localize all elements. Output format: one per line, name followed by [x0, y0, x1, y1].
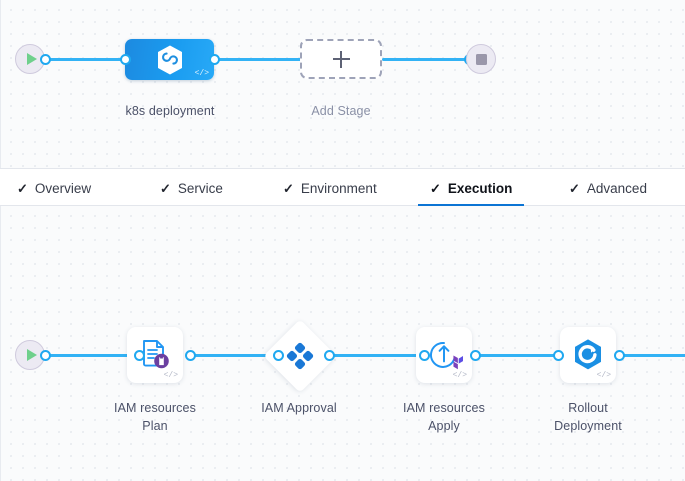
step-label-line2: Apply — [428, 419, 460, 433]
harness-hexagon-icon — [157, 45, 182, 74]
port-stage-out[interactable] — [209, 54, 220, 65]
approval-diamond-icon — [286, 342, 314, 370]
tab-label: Advanced — [586, 180, 647, 196]
wire-approval-to-apply — [329, 354, 424, 357]
check-icon: ✓ — [430, 180, 441, 196]
code-glyph: </> — [596, 371, 611, 380]
tab-service[interactable]: ✓ Service — [158, 169, 225, 207]
add-stage-button[interactable] — [300, 39, 382, 79]
step-label-line2: Deployment — [554, 419, 622, 433]
port-start-out[interactable] — [40, 54, 51, 65]
step-label-line2: Plan — [142, 419, 168, 433]
code-glyph: </> — [194, 69, 209, 78]
code-glyph: </> — [163, 371, 178, 380]
port-apply-out[interactable] — [470, 350, 481, 361]
step-label-rollout-deployment: Rollout Deployment — [523, 399, 653, 435]
stage-label-k8s-deployment: k8s deployment — [125, 104, 215, 118]
step-label-iam-resources-apply: IAM resources Apply — [379, 399, 509, 435]
tab-active-underline — [418, 204, 525, 207]
tab-execution[interactable]: ✓ Execution — [418, 169, 525, 207]
step-label-line1: IAM resources — [403, 401, 485, 415]
terraform-plan-icon — [143, 340, 169, 369]
port-rollout-out[interactable] — [614, 350, 625, 361]
tab-label: Execution — [447, 180, 513, 196]
stage-node-k8s-deployment[interactable]: </> — [125, 39, 214, 80]
stop-icon — [475, 53, 487, 65]
port-exec-start-out[interactable] — [40, 350, 51, 361]
plus-icon — [332, 50, 350, 68]
wire-start-to-stage — [43, 58, 129, 61]
stage-config-tabbar: ✓ Overview ✓ Service ✓ Environment ✓ Exe… — [0, 168, 685, 207]
wire-apply-to-rollout — [475, 354, 569, 357]
pipeline-end-node[interactable] — [466, 44, 496, 74]
port-plan-in[interactable] — [134, 350, 145, 361]
check-icon: ✓ — [17, 180, 28, 196]
tab-overview[interactable]: ✓ Overview — [15, 169, 93, 207]
tab-label: Environment — [300, 180, 377, 196]
step-label-line1: Rollout — [568, 401, 608, 415]
code-glyph: </> — [452, 371, 467, 380]
add-stage-label: Add Stage — [311, 104, 371, 118]
port-plan-out[interactable] — [185, 350, 196, 361]
terraform-apply-icon — [429, 341, 463, 370]
wire-plan-to-approval — [190, 354, 284, 357]
step-label-iam-approval: IAM Approval — [234, 399, 364, 417]
check-icon: ✓ — [283, 180, 294, 196]
rollout-hexagon-icon — [575, 339, 601, 370]
tab-label: Overview — [34, 180, 92, 196]
stage-pipeline-canvas[interactable]: </> k8s deployment Add Stage — [0, 0, 685, 168]
wire-stage-to-addstage — [214, 58, 302, 61]
check-icon: ✓ — [160, 180, 171, 196]
wire-addstage-to-end — [382, 58, 468, 61]
step-label-line1: IAM Approval — [261, 401, 337, 415]
step-node-rollout-deployment[interactable]: </> — [560, 327, 616, 383]
wire-rollout-overflow — [619, 354, 685, 357]
play-icon — [26, 53, 37, 65]
tab-label: Service — [177, 180, 223, 196]
execution-pipeline-canvas[interactable]: </> IAM resources Plan IAM Approval — [0, 206, 685, 481]
port-approval-in[interactable] — [273, 350, 284, 361]
tab-environment[interactable]: ✓ Environment — [281, 169, 379, 207]
step-label-iam-resources-plan: IAM resources Plan — [90, 399, 220, 435]
port-approval-out[interactable] — [324, 350, 335, 361]
wire-exec-start-to-plan — [43, 354, 139, 357]
port-stage-in[interactable] — [120, 54, 131, 65]
step-label-line1: IAM resources — [114, 401, 196, 415]
port-rollout-in[interactable] — [553, 350, 564, 361]
tab-advanced[interactable]: ✓ Advanced — [567, 169, 649, 207]
play-icon — [26, 349, 37, 361]
port-apply-in[interactable] — [419, 350, 430, 361]
check-icon: ✓ — [569, 180, 580, 196]
